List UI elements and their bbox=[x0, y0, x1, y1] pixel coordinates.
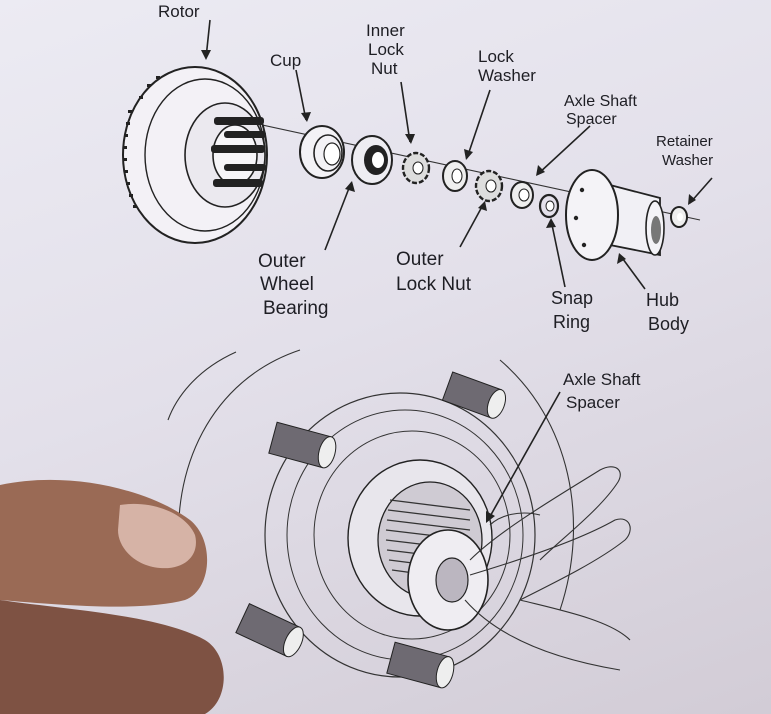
hub-body bbox=[565, 169, 665, 261]
bearing-cup bbox=[299, 125, 345, 179]
lock-washer bbox=[442, 160, 468, 192]
thumbnail bbox=[118, 503, 196, 569]
label-inner-lock-nut: Inner Lock Nut bbox=[366, 21, 409, 78]
label-cup: Cup bbox=[270, 51, 301, 70]
axle-shaft-spacer bbox=[510, 181, 534, 209]
label-outer-lock-nut: Outer Lock Nut bbox=[396, 249, 472, 295]
rotor bbox=[122, 66, 268, 244]
drawn-hand-illustration bbox=[464, 466, 631, 671]
finger bbox=[0, 600, 224, 714]
label-outer-wheel-bearing: Outer Wheel Bearing bbox=[258, 251, 329, 319]
hub-assembly-view bbox=[167, 349, 574, 678]
top-arrowheads bbox=[201, 50, 696, 264]
label-rotor: Rotor bbox=[158, 2, 200, 21]
label-lock-washer: Lock Washer bbox=[478, 47, 536, 85]
bottom-arrowhead bbox=[486, 511, 495, 523]
label-hub-body: Hub Body bbox=[646, 290, 689, 334]
snap-ring bbox=[538, 193, 560, 219]
bottom-leader-line bbox=[487, 391, 561, 521]
retainer-washer bbox=[670, 206, 688, 228]
wheel-studs bbox=[235, 371, 507, 689]
outer-wheel-bearing bbox=[351, 135, 393, 185]
label-axle-shaft-spacer-bottom: Axle Shaft Spacer bbox=[563, 370, 645, 412]
label-retainer-washer: Retainer Washer bbox=[656, 133, 717, 169]
label-snap-ring: Snap Ring bbox=[551, 288, 598, 332]
label-axle-shaft-spacer-top: Axle Shaft Spacer bbox=[564, 93, 641, 128]
outer-lock-nut bbox=[474, 169, 504, 203]
inner-lock-nut bbox=[401, 151, 431, 185]
